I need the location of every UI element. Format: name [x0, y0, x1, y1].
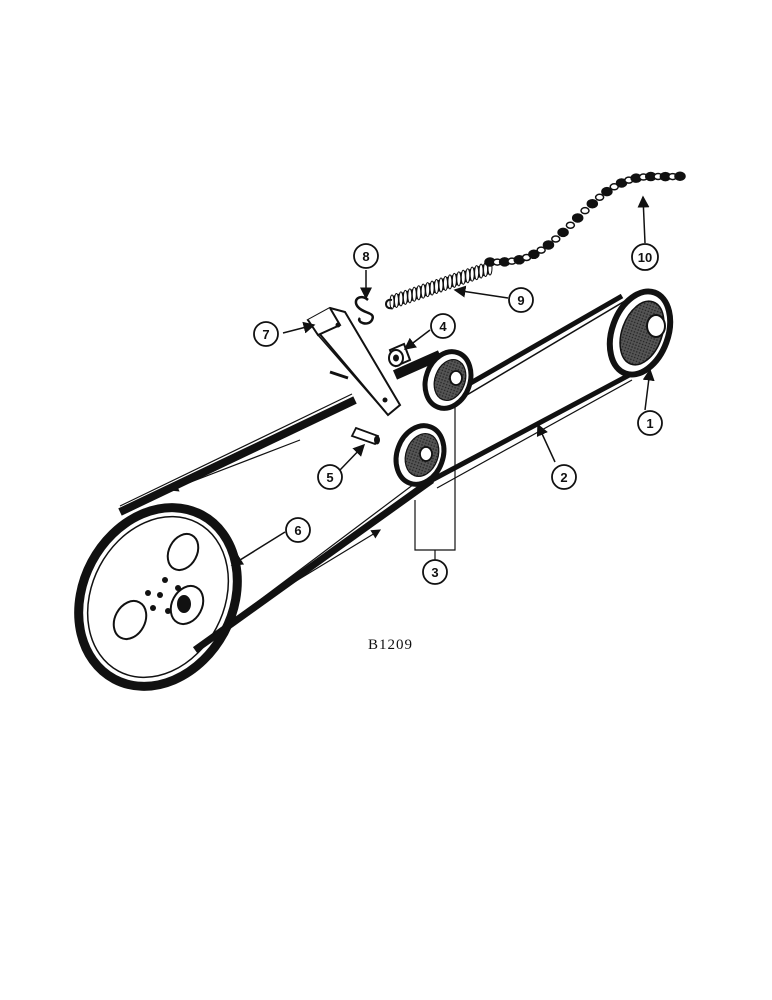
- spring-hook: [385, 298, 393, 310]
- callout-2: 2: [551, 464, 577, 490]
- chain: [484, 171, 686, 267]
- callout-7: 7: [253, 321, 279, 347]
- spring-coil: [451, 272, 457, 288]
- leader-lines: [230, 195, 655, 566]
- chain-link: [551, 235, 561, 243]
- spring-coil: [456, 271, 462, 287]
- callout-8: 8: [353, 243, 379, 269]
- spring-coil: [393, 292, 399, 308]
- spring-coil: [389, 294, 395, 310]
- callout-label: 7: [262, 327, 269, 342]
- callout-label: 3: [431, 565, 438, 580]
- idler-pulley-lower: [393, 423, 447, 487]
- chain-link: [528, 249, 540, 260]
- callout-label: 8: [362, 249, 369, 264]
- spring-coil: [411, 286, 417, 302]
- spring-coil: [429, 280, 435, 296]
- callout-label: 6: [294, 523, 301, 538]
- spring-coil: [416, 285, 422, 301]
- spring-coil: [420, 283, 426, 299]
- spring-coil: [469, 266, 475, 282]
- chain-link: [594, 193, 605, 202]
- v-belt: [118, 291, 641, 653]
- callout-10: 10: [631, 243, 659, 271]
- chain-link: [580, 206, 590, 215]
- spring-coil: [465, 268, 471, 284]
- callout-9: 9: [508, 287, 534, 313]
- chain-link: [586, 198, 599, 209]
- spring-coil: [474, 265, 480, 281]
- spring-coil: [398, 291, 404, 307]
- callout-label: 5: [326, 470, 333, 485]
- large-pulley: [74, 503, 242, 691]
- callout-label: 9: [517, 293, 524, 308]
- spring-coil: [407, 288, 413, 304]
- spring-coil: [402, 289, 408, 305]
- spring-coil: [478, 263, 484, 279]
- s-hook: [354, 295, 375, 325]
- chain-link: [571, 213, 584, 223]
- chain-link: [557, 227, 569, 238]
- spring-coil: [438, 277, 444, 293]
- callout-5: 5: [317, 464, 343, 490]
- callout-3: 3: [422, 559, 448, 585]
- chain-link: [565, 221, 576, 230]
- pin: [350, 426, 380, 446]
- spring-coil: [460, 269, 466, 285]
- spring-coil: [442, 275, 448, 291]
- chain-link: [601, 186, 613, 197]
- chain-link: [542, 240, 555, 250]
- callout-label: 2: [560, 470, 567, 485]
- callout-label: 4: [439, 319, 447, 334]
- callout-label: 10: [638, 250, 652, 265]
- idler-pulley-upper: [392, 349, 474, 411]
- figure-code: B1209: [368, 637, 413, 653]
- spring-coil: [447, 274, 453, 290]
- chain-link: [536, 246, 546, 254]
- spring-coil: [425, 282, 431, 298]
- chain-link: [674, 171, 686, 181]
- callout-1: 1: [637, 410, 663, 436]
- tension-spring: [385, 260, 493, 310]
- callout-label: 1: [646, 416, 653, 431]
- spring-coil: [434, 279, 440, 295]
- callout-4: 4: [430, 313, 456, 339]
- callout-6: 6: [285, 517, 311, 543]
- small-drive-pulley: [606, 288, 674, 378]
